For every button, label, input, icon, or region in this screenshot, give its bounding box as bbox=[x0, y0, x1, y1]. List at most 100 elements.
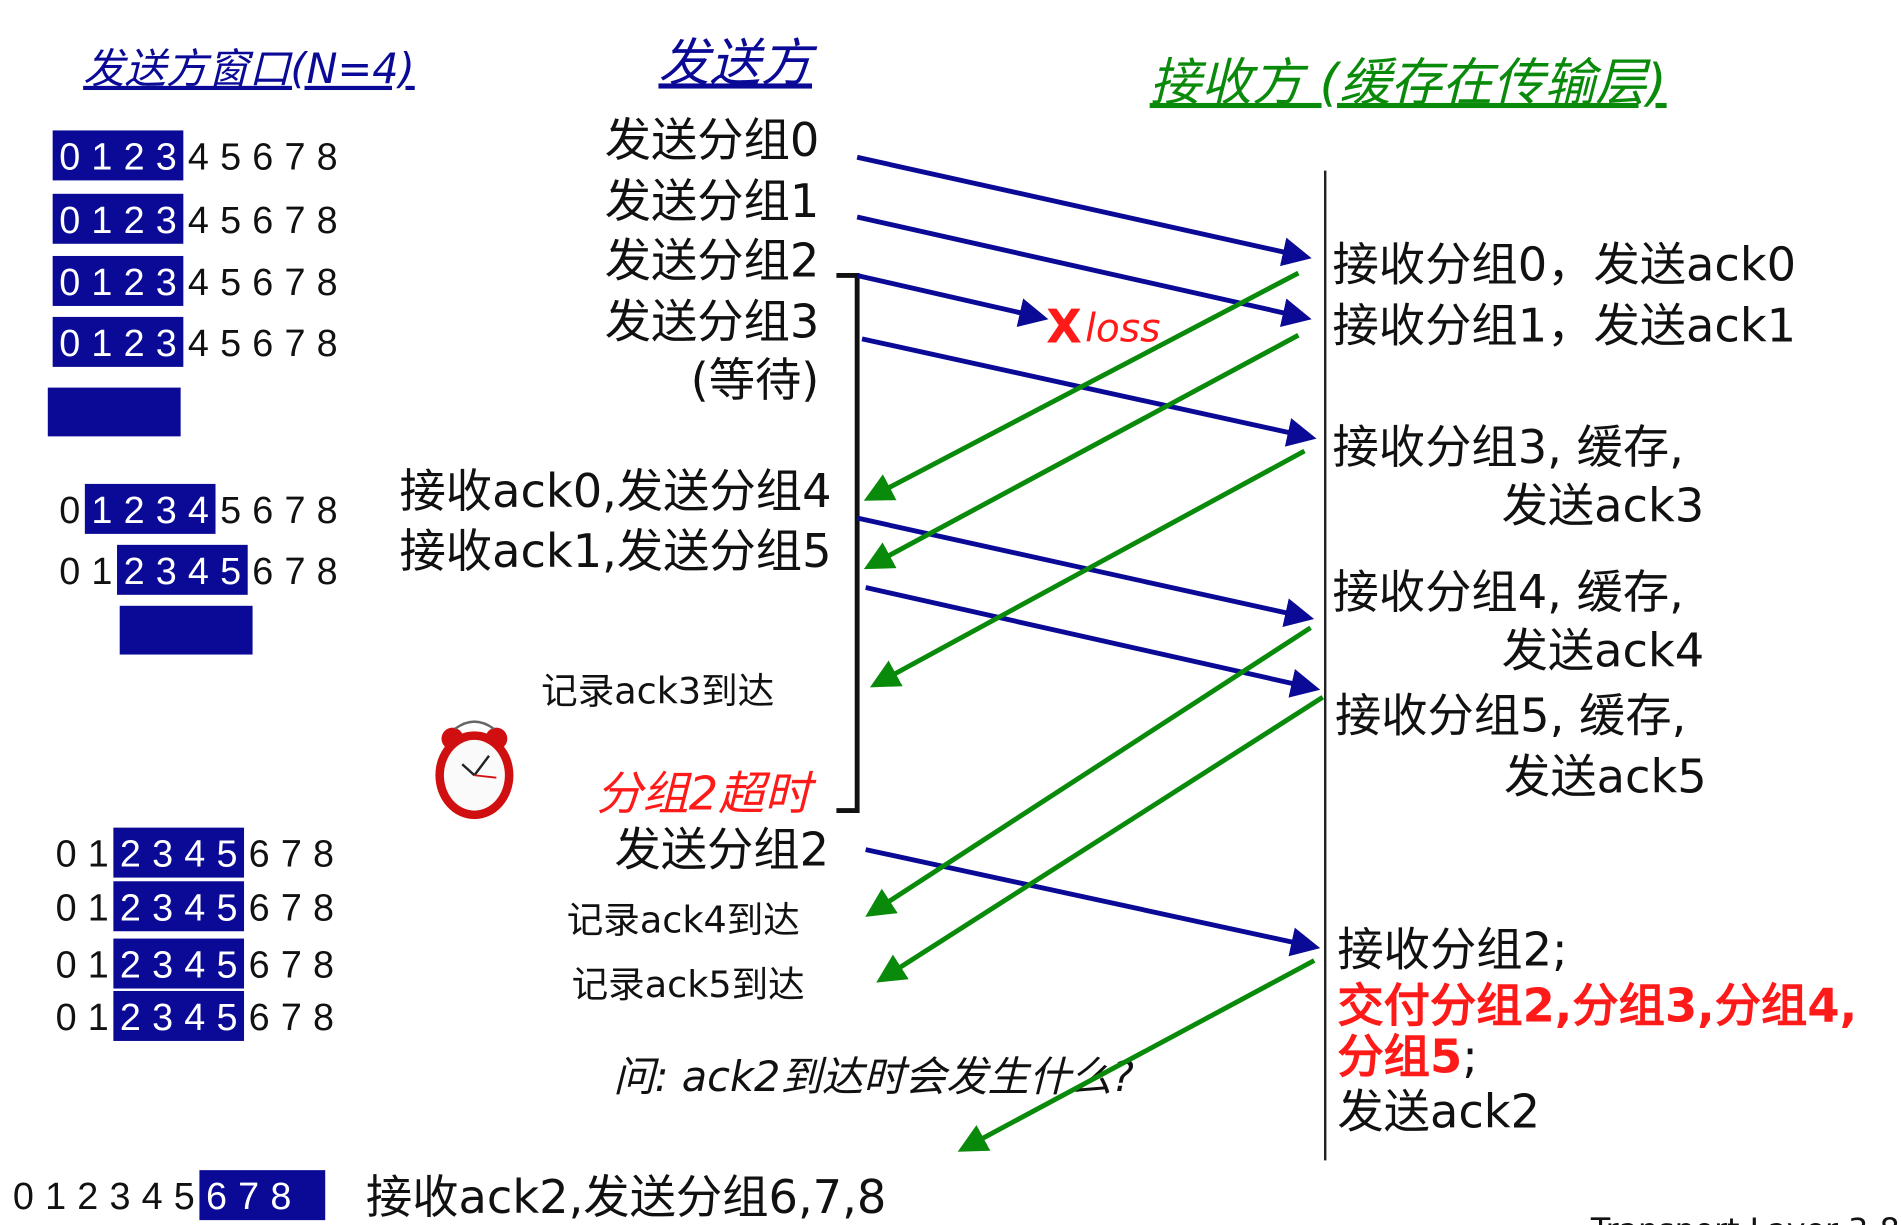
window-highlight bbox=[52, 255, 184, 306]
sender-wait: (等待) bbox=[691, 353, 820, 407]
sequence-number: 0 bbox=[13, 1176, 34, 1218]
sequence-number: 3 bbox=[152, 834, 173, 876]
sequence-number: 4 bbox=[188, 136, 209, 178]
sequence-number: 8 bbox=[313, 834, 334, 876]
sequence-number: 6 bbox=[249, 945, 270, 987]
sequence-number: 2 bbox=[124, 551, 145, 593]
sequence-number: 0 bbox=[59, 323, 80, 365]
sequence-number: 0 bbox=[59, 490, 80, 532]
sender-ack1: 接收ack1,发送分组5 bbox=[400, 524, 832, 578]
sequence-number: 1 bbox=[91, 136, 112, 178]
sequence-number: 0 bbox=[59, 551, 80, 593]
sequence-number: 8 bbox=[317, 200, 338, 242]
sequence-number: 7 bbox=[238, 1176, 259, 1218]
sequence-number: 4 bbox=[184, 997, 205, 1039]
receiver-header: 接收方 (缓存在传输层) bbox=[1150, 53, 1667, 113]
window-highlight bbox=[117, 544, 248, 595]
sequence-number: 3 bbox=[156, 262, 177, 304]
sequence-number: 4 bbox=[188, 200, 209, 242]
sender-send-1: 发送分组1 bbox=[605, 174, 820, 228]
receiver-r2-line3: 发送ack2 bbox=[1337, 1084, 1540, 1138]
receiver-r3-line2: 发送ack3 bbox=[1502, 479, 1705, 533]
sequence-number: 8 bbox=[313, 887, 334, 929]
sequence-number: 0 bbox=[56, 834, 77, 876]
sequence-number: 4 bbox=[188, 262, 209, 304]
sequence-number: 7 bbox=[281, 945, 302, 987]
sender-send-0: 发送分组0 bbox=[605, 113, 820, 167]
receiver-r5-line1: 接收分组5, 缓存, bbox=[1335, 688, 1686, 742]
window-highlight bbox=[113, 990, 245, 1041]
sequence-number: 3 bbox=[156, 323, 177, 365]
alarm-clock-icon bbox=[435, 720, 514, 820]
sequence-number: 5 bbox=[174, 1176, 195, 1218]
sequence-number: 0 bbox=[59, 136, 80, 178]
sequence-number: 1 bbox=[91, 262, 112, 304]
loss-mark: X bbox=[1046, 300, 1082, 354]
sequence-number: 1 bbox=[88, 945, 109, 987]
sequence-number: 3 bbox=[152, 945, 173, 987]
sequence-number: 3 bbox=[109, 1176, 130, 1218]
sequence-number: 6 bbox=[252, 323, 273, 365]
window-slot-block bbox=[119, 605, 253, 655]
sequence-number: 6 bbox=[249, 887, 270, 929]
sequence-number: 2 bbox=[120, 834, 141, 876]
ack-4-arrow bbox=[865, 625, 1312, 917]
sequence-number: 8 bbox=[317, 551, 338, 593]
window-slot-block bbox=[47, 387, 181, 437]
sender-record-ack3: 记录ack3到达 bbox=[541, 669, 774, 712]
sequence-number: 5 bbox=[216, 887, 237, 929]
packet-3-arrow bbox=[861, 336, 1317, 447]
sequence-number: 7 bbox=[281, 997, 302, 1039]
sender-ack2: 接收ack2,发送分组6,7,8 bbox=[366, 1170, 886, 1224]
sequence-number: 2 bbox=[120, 945, 141, 987]
ack-5-arrow bbox=[876, 695, 1325, 983]
ack-0-arrow bbox=[863, 270, 1300, 501]
sequence-number: 8 bbox=[317, 323, 338, 365]
footer-label: Transport Layer 3-85 bbox=[1590, 1213, 1902, 1225]
sequence-number: 1 bbox=[91, 200, 112, 242]
receiver-r0: 接收分组0，发送ack0 bbox=[1333, 237, 1797, 291]
sequence-number: 7 bbox=[284, 323, 305, 365]
sequence-number: 6 bbox=[249, 997, 270, 1039]
sequence-number: 5 bbox=[216, 945, 237, 987]
sender-timer-bracket bbox=[836, 273, 860, 814]
sender-ack0: 接收ack0,发送分组4 bbox=[400, 464, 832, 518]
sequence-number: 7 bbox=[284, 262, 305, 304]
sequence-number: 7 bbox=[281, 887, 302, 929]
packet-2-lost-arrow bbox=[856, 273, 1049, 327]
receiver-r2-line1: 接收分组2; bbox=[1337, 922, 1567, 976]
sequence-number: 5 bbox=[220, 490, 241, 532]
window-highlight bbox=[52, 193, 184, 244]
sequence-number: 4 bbox=[188, 551, 209, 593]
sender-resend-2: 发送分组2 bbox=[614, 822, 829, 876]
sequence-number: 0 bbox=[59, 200, 80, 242]
receiver-deliver-tail: ; bbox=[1462, 1030, 1478, 1084]
window-header: 发送方窗口(N=4) bbox=[83, 45, 415, 93]
sender-send-2: 发送分组2 bbox=[605, 234, 820, 288]
sequence-number: 8 bbox=[313, 945, 334, 987]
sequence-number: 3 bbox=[156, 200, 177, 242]
receiver-r3-line1: 接收分组3, 缓存, bbox=[1333, 420, 1684, 474]
sequence-number: 4 bbox=[142, 1176, 163, 1218]
sequence-number: 2 bbox=[120, 997, 141, 1039]
sequence-number: 5 bbox=[220, 136, 241, 178]
sequence-number: 5 bbox=[220, 551, 241, 593]
sequence-number: 6 bbox=[249, 834, 270, 876]
sequence-number: 1 bbox=[91, 551, 112, 593]
receiver-r5-line2: 发送ack5 bbox=[1504, 749, 1707, 803]
sequence-number: 8 bbox=[317, 490, 338, 532]
sequence-number: 5 bbox=[220, 323, 241, 365]
sequence-number: 8 bbox=[317, 136, 338, 178]
sequence-number: 2 bbox=[124, 262, 145, 304]
sequence-number: 0 bbox=[59, 262, 80, 304]
sequence-number: 1 bbox=[91, 490, 112, 532]
sequence-number: 4 bbox=[184, 887, 205, 929]
packet-0-arrow bbox=[856, 154, 1312, 267]
sequence-number: 6 bbox=[252, 551, 273, 593]
sequence-number: 4 bbox=[188, 323, 209, 365]
sequence-number: 0 bbox=[56, 887, 77, 929]
